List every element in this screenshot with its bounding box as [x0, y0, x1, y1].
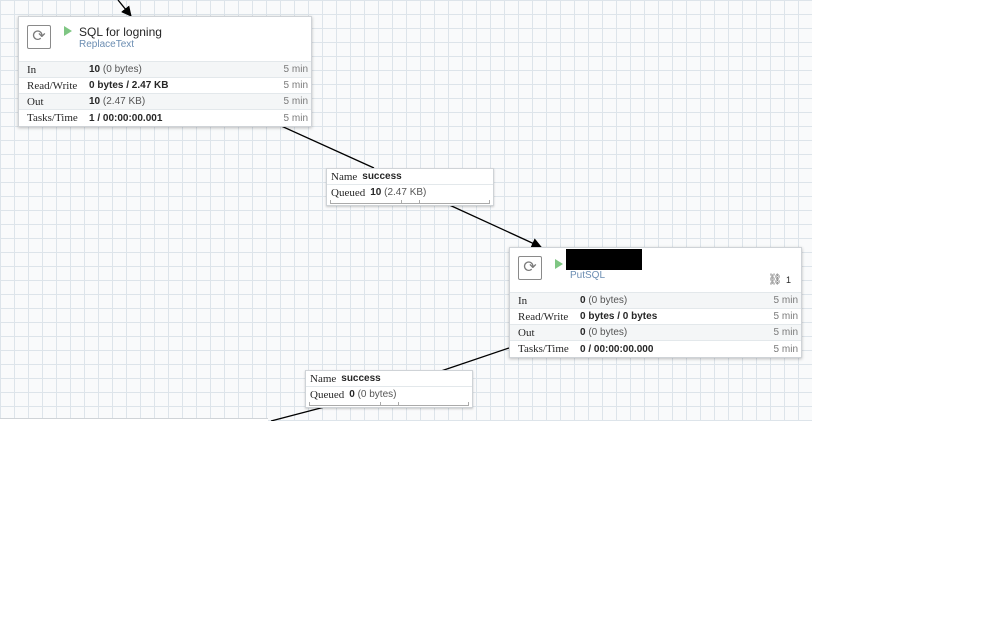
stats-row-tasks: Tasks/Time 0 / 00:00:00.000 5 min	[510, 340, 801, 357]
stats-row-in: In 0 (0 bytes) 5 min	[510, 292, 801, 308]
stats-label: In	[518, 294, 528, 307]
run-icon	[64, 26, 72, 36]
stats-value: 0 (0 bytes)	[580, 295, 628, 306]
stats-label: Read/Write	[518, 310, 569, 323]
stats-time: 5 min	[773, 343, 798, 355]
bulletin-indicator[interactable]: ⛓ 1	[768, 273, 791, 286]
stats-time: 5 min	[773, 327, 798, 338]
stats-row-out: Out 0 (0 bytes) 5 min	[510, 324, 801, 340]
stats-value: 0 bytes / 2.47 KB	[89, 80, 169, 91]
stats-row-in: In 10 (0 bytes) 5 min	[19, 61, 311, 77]
stats-label: Tasks/Time	[518, 343, 569, 355]
processor-replacetext[interactable]: ⟳ SQL for logning ReplaceText In 10 (0 b…	[18, 16, 312, 127]
stats-row-out: Out 10 (2.47 KB) 5 min	[19, 93, 311, 109]
connection-name-row: Name success	[331, 170, 402, 183]
processor-header: ⟳ PutSQL ⛓ 1	[510, 248, 801, 292]
processor-name: SQL for logning	[79, 25, 162, 39]
stats-value: 10 (2.47 KB)	[89, 96, 146, 107]
stats-label: In	[27, 63, 37, 76]
stats-label: Tasks/Time	[27, 112, 78, 124]
connection-name-row: Name success	[310, 372, 381, 385]
queue-backpressure-bar	[330, 200, 490, 204]
incoming-link[interactable]	[117, 0, 132, 17]
processor-putsql[interactable]: ⟳ PutSQL ⛓ 1 In 0 (0 bytes) 5 min Read/W…	[509, 247, 802, 358]
connection-queued: 10 (2.47 KB)	[370, 187, 427, 198]
processor-type: PutSQL	[570, 270, 606, 281]
stats-row-readwrite: Read/Write 0 bytes / 2.47 KB 5 min	[19, 77, 311, 93]
connection-queued-row: Queued 0 (0 bytes)	[306, 386, 472, 402]
processor-type: ReplaceText	[79, 39, 135, 50]
processor-icon: ⟳	[27, 25, 51, 49]
stats-value: 0 / 00:00:00.000	[580, 343, 654, 355]
stats-time: 5 min	[283, 80, 308, 91]
stats-label: Read/Write	[27, 79, 78, 92]
queue-backpressure-bar	[309, 402, 469, 406]
connection-queued: 0 (0 bytes)	[349, 389, 397, 400]
stats-row-readwrite: Read/Write 0 bytes / 0 bytes 5 min	[510, 308, 801, 324]
redacted-processor-name	[566, 249, 642, 270]
stats-label: Out	[27, 95, 44, 108]
stats-label: Out	[518, 326, 535, 339]
processor-header: ⟳ SQL for logning ReplaceText	[19, 17, 311, 61]
connection-queued-row: Queued 10 (2.47 KB)	[327, 184, 493, 200]
stats-value: 0 (0 bytes)	[580, 327, 628, 338]
connection-label-2[interactable]: Name success Queued 0 (0 bytes)	[305, 370, 473, 408]
link-label-to-putsql[interactable]	[444, 202, 542, 248]
bulletin-count: 1	[785, 274, 791, 285]
connection-name: success	[341, 373, 381, 384]
stats-value: 0 bytes / 0 bytes	[580, 311, 658, 322]
next-processor-edge[interactable]	[0, 418, 268, 421]
link-putsql-to-label[interactable]	[440, 347, 510, 372]
run-icon	[555, 259, 563, 269]
bulletin-icon: ⛓	[768, 274, 782, 286]
stats-value: 10 (0 bytes)	[89, 64, 142, 75]
stats-time: 5 min	[773, 311, 798, 322]
stats-time: 5 min	[283, 96, 308, 107]
processor-icon: ⟳	[518, 256, 542, 280]
stats-time: 5 min	[283, 112, 308, 124]
stats-time: 5 min	[283, 64, 308, 75]
connection-name: success	[362, 171, 402, 182]
stats-value: 1 / 00:00:00.001	[89, 112, 163, 124]
link-replace-to-label[interactable]	[278, 124, 375, 169]
connection-label-1[interactable]: Name success Queued 10 (2.47 KB)	[326, 168, 494, 206]
flow-canvas[interactable]: ⟳ SQL for logning ReplaceText In 10 (0 b…	[0, 0, 812, 421]
stats-row-tasks: Tasks/Time 1 / 00:00:00.001 5 min	[19, 109, 311, 126]
stats-time: 5 min	[773, 295, 798, 306]
